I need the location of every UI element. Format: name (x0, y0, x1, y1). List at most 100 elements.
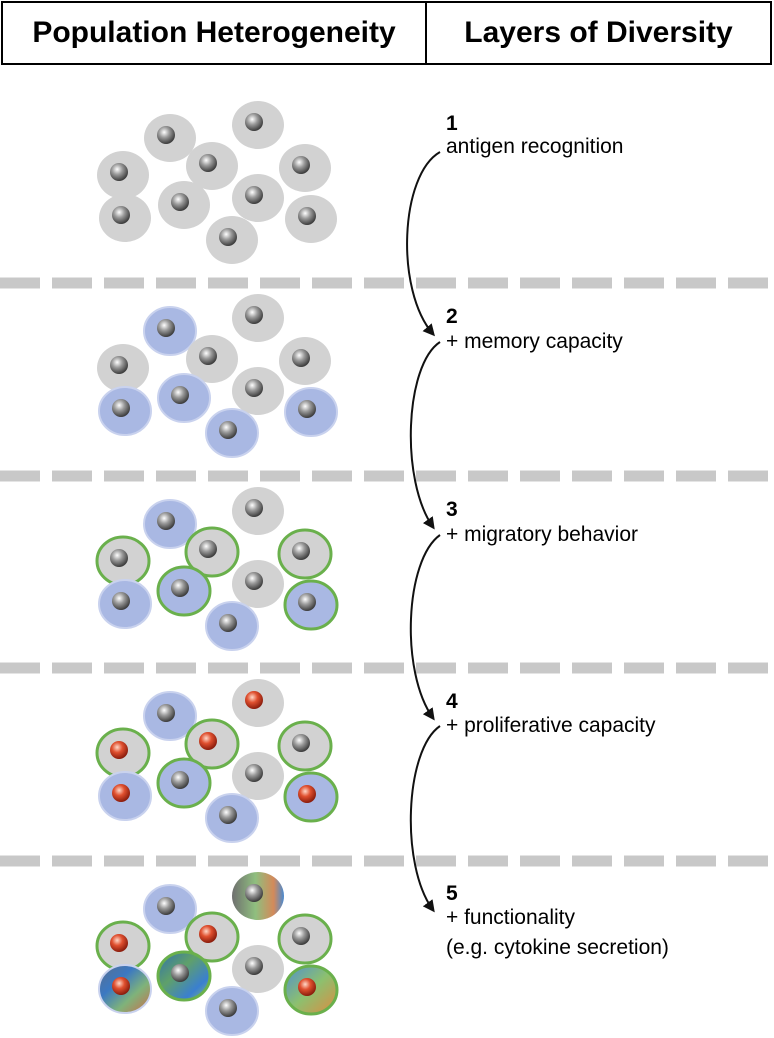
cell-nucleus (171, 579, 189, 597)
cell-nucleus (298, 978, 316, 996)
step-1-number: 1 (446, 112, 458, 135)
cell (285, 195, 337, 243)
cell-nucleus (245, 957, 263, 975)
cell (232, 294, 284, 342)
cell (157, 373, 211, 423)
step-labels: 1 antigen recognition 2 + memory capacit… (446, 112, 669, 959)
cell-nucleus (245, 113, 263, 131)
cell-nucleus (199, 347, 217, 365)
cell (232, 679, 284, 727)
cell (283, 771, 339, 823)
cell (184, 526, 240, 578)
cell-nucleus (245, 764, 263, 782)
cell-nucleus (219, 614, 237, 632)
cell-population-4 (95, 679, 339, 843)
cell (205, 601, 259, 651)
cell (279, 144, 331, 192)
cell-nucleus (171, 193, 189, 211)
cell-nucleus (110, 934, 128, 952)
cell (143, 306, 197, 356)
cell (95, 727, 151, 779)
cell (206, 216, 258, 264)
cell-nucleus (245, 186, 263, 204)
cell-nucleus (199, 732, 217, 750)
population-heterogeneity-header: Population Heterogeneity (3, 3, 427, 63)
cell (232, 872, 284, 920)
cell-nucleus (157, 126, 175, 144)
cell-nucleus (112, 206, 130, 224)
cell (283, 964, 339, 1016)
cell (186, 142, 238, 190)
cell (232, 945, 284, 993)
cell-nucleus (219, 421, 237, 439)
cell (143, 499, 197, 549)
cell-population-3 (95, 487, 339, 651)
cell (156, 950, 212, 1002)
cell (98, 964, 152, 1014)
arrow-1-to-2 (406, 151, 441, 337)
cell (232, 367, 284, 415)
cell-nucleus (112, 784, 130, 802)
cell (184, 911, 240, 963)
cell-nucleus (292, 156, 310, 174)
cell-nucleus (292, 349, 310, 367)
cell-population-2 (97, 294, 338, 458)
cell (95, 920, 151, 972)
cell-nucleus (171, 964, 189, 982)
step-3-text: + migratory behavior (446, 523, 638, 546)
cell-nucleus (199, 154, 217, 172)
cell (232, 174, 284, 222)
step-4-text: + proliferative capacity (446, 714, 656, 737)
cell-nucleus (245, 499, 263, 517)
cell (232, 752, 284, 800)
step-5-number: 5 (446, 882, 458, 905)
cell-nucleus (112, 399, 130, 417)
cell-nucleus (199, 925, 217, 943)
cell (279, 337, 331, 385)
arrow-3-to-4 (409, 534, 441, 721)
cell (184, 718, 240, 770)
cell (144, 114, 196, 162)
step-5-text-detail: (e.g. cytokine secretion) (446, 936, 669, 959)
cell (98, 386, 152, 436)
cell (98, 771, 152, 821)
cell (143, 884, 197, 934)
step-4-number: 4 (446, 690, 458, 713)
step-3-number: 3 (446, 498, 458, 521)
cell (97, 344, 149, 392)
cell-nucleus (219, 806, 237, 824)
cell-populations (95, 101, 339, 1036)
cell-nucleus (171, 771, 189, 789)
cell (98, 579, 152, 629)
cell-nucleus (110, 741, 128, 759)
cell-nucleus (298, 785, 316, 803)
cell-nucleus (171, 386, 189, 404)
cell-nucleus (157, 512, 175, 530)
step-arrows (406, 151, 441, 913)
cell (156, 565, 212, 617)
cell (284, 387, 338, 437)
cell-nucleus (245, 884, 263, 902)
cell (99, 194, 151, 242)
layers-of-diversity-header: Layers of Diversity (464, 16, 733, 49)
cell (277, 913, 333, 965)
cell-nucleus (110, 163, 128, 181)
cell-nucleus (157, 319, 175, 337)
cell-nucleus (298, 593, 316, 611)
cell-nucleus (245, 572, 263, 590)
cell-nucleus (112, 592, 130, 610)
cell (232, 101, 284, 149)
cell-nucleus (245, 379, 263, 397)
cell-nucleus (245, 691, 263, 709)
step-1-text: antigen recognition (446, 135, 623, 158)
step-5-text: + functionality (446, 906, 575, 929)
cell (205, 986, 259, 1036)
cell (232, 560, 284, 608)
arrow-2-to-3 (409, 341, 441, 530)
dividers (0, 277, 774, 867)
cell (186, 335, 238, 383)
cell (205, 408, 259, 458)
cell-nucleus (110, 549, 128, 567)
cell-nucleus (219, 999, 237, 1017)
